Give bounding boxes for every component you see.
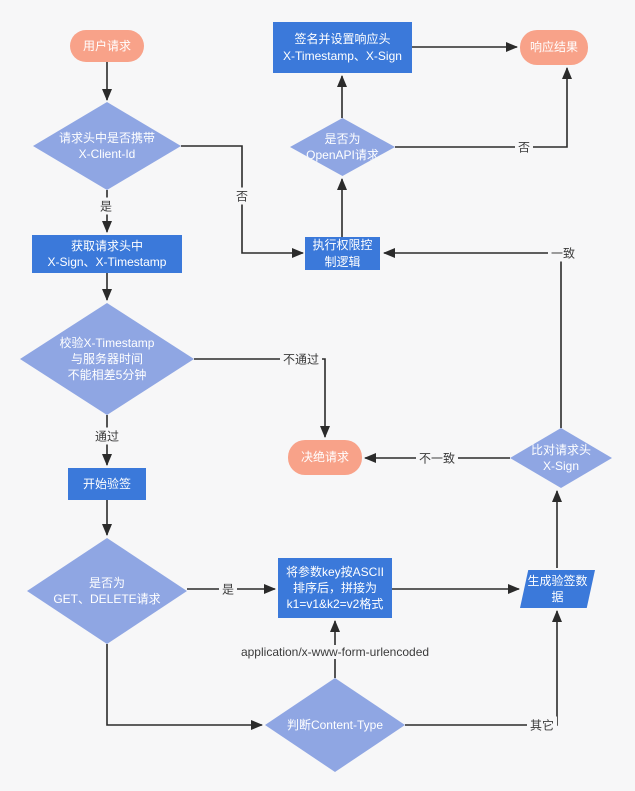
node-user-request: 用户请求 <box>70 30 144 62</box>
edge-check-method-to-content-type <box>106 644 263 730</box>
edge-content-type-other <box>405 610 562 726</box>
node-start-verify: 开始验签 <box>68 468 146 500</box>
edge-label-timestamp-pass: 通过 <box>91 427 123 445</box>
edge-label-sign-match: 一致 <box>547 244 579 262</box>
node-sign-response: 签名并设置响应头 X-Timestamp、X-Sign <box>273 22 412 73</box>
edge-label-client-id-no: 否 <box>232 187 252 205</box>
node-get-headers: 获取请求头中 X-Sign、X-Timestamp <box>32 235 182 273</box>
node-sort-params: 将参数key按ASCII 排序后，拼接为 k1=v1&k2=v2格式 <box>278 558 392 618</box>
edge-check-openapi-no <box>395 67 572 148</box>
edge-label-openapi-no: 否 <box>514 138 534 156</box>
edge-check-timestamp-fail <box>194 358 330 438</box>
edge-label-content-type-other: 其它 <box>526 716 558 734</box>
edge-label-sign-mismatch: 不一致 <box>415 449 459 467</box>
edge-label-client-id-yes: 是 <box>96 197 116 215</box>
edge-label-timestamp-fail: 不通过 <box>279 350 323 368</box>
node-gen-verify-data: 生成验签数 据 <box>520 570 595 608</box>
node-response-result: 响应结果 <box>520 30 588 65</box>
edge-label-method-yes: 是 <box>218 580 238 598</box>
edge-label-content-type-form: application/x-www-form-urlencoded <box>237 645 433 659</box>
node-reject-request: 决绝请求 <box>288 440 362 475</box>
edge-compare-sign-match <box>383 248 562 428</box>
node-exec-permission: 执行权限控 制逻辑 <box>305 237 380 270</box>
